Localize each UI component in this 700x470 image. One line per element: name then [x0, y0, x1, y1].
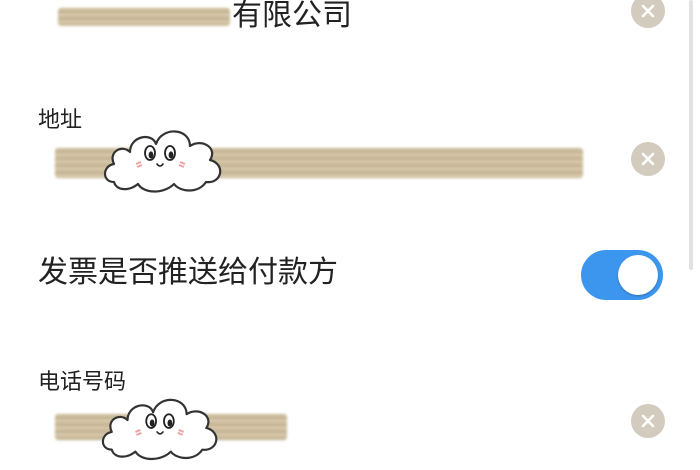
clear-circle-icon	[641, 414, 655, 428]
address-clear-button[interactable]	[631, 142, 665, 176]
clear-circle-icon	[641, 152, 655, 166]
phone-label: 电话号码	[38, 370, 127, 395]
company-clear-button[interactable]	[631, 0, 665, 28]
company-name-redacted	[58, 8, 230, 26]
cloud-sticker-icon	[101, 398, 218, 461]
push-to-payer-label: 发票是否推送给付款方	[38, 255, 338, 290]
clear-circle-icon	[641, 4, 655, 18]
address-label: 地址	[38, 108, 83, 133]
phone-clear-button[interactable]	[631, 404, 665, 438]
scrollbar[interactable]	[689, 0, 693, 270]
cloud-sticker-icon	[103, 130, 222, 193]
push-to-payer-toggle[interactable]	[581, 250, 663, 300]
company-name-suffix: 有限公司	[232, 0, 352, 33]
toggle-knob	[618, 255, 658, 295]
